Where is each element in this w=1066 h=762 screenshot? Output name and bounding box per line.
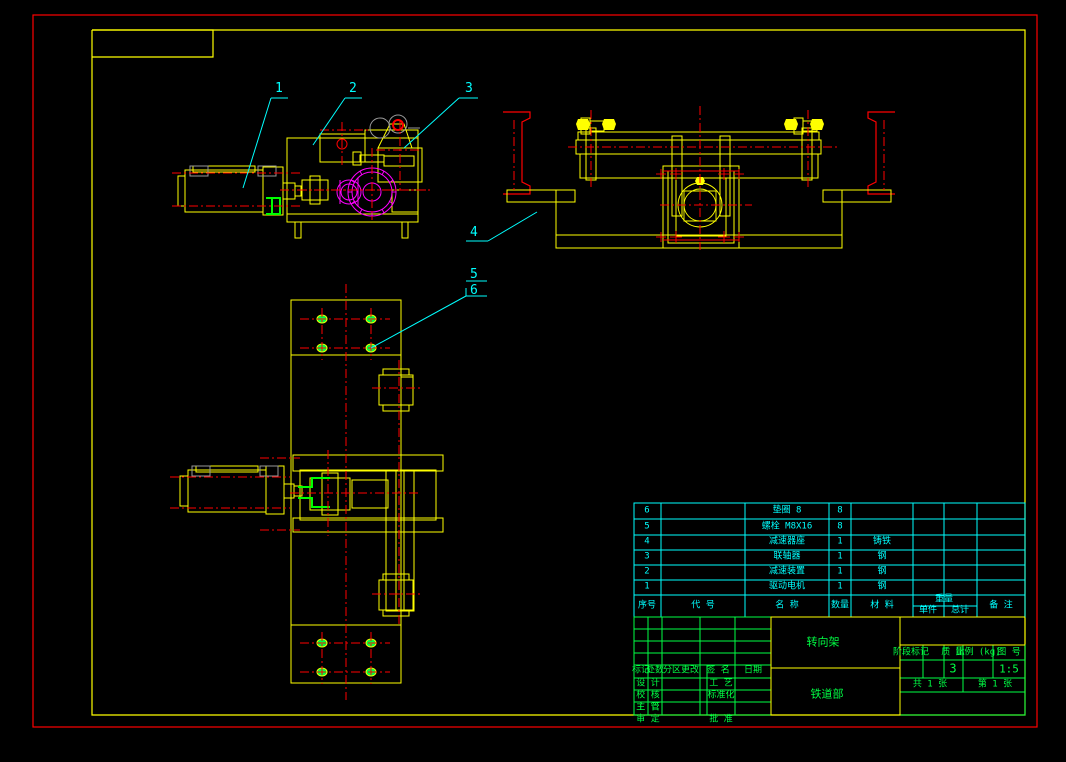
bom-cell-name: 减速器座	[768, 536, 806, 547]
rail-profiles	[503, 111, 895, 195]
bom-header-5: 单件	[918, 605, 938, 616]
plan-shaft-green	[298, 477, 330, 508]
spec-header-2: 比例 (kg)	[955, 647, 1001, 658]
balloon-4-leader	[487, 211, 538, 242]
balloon-label-3: 3	[465, 81, 473, 96]
bom-header-4: 材 料	[870, 600, 894, 611]
front-red-hubs	[336, 119, 404, 150]
bom-header-0: 序号	[637, 600, 657, 611]
organization-name: 铁道部	[810, 687, 844, 701]
title-sign-extra-0: 工 艺	[709, 678, 733, 689]
bom-cell-material: 铸铁	[872, 536, 892, 547]
bom-cell-no: 6	[644, 505, 650, 516]
title-change-header-2: 分区更改	[662, 665, 700, 676]
title-change-header-4: 日期	[743, 665, 763, 676]
outer-border-red	[32, 14, 1038, 728]
bom-header-2: 名 称	[775, 600, 799, 611]
sheet-total: 共 1 张	[912, 679, 948, 690]
bom-cell-qty: 1	[837, 581, 843, 592]
rail-frame-centerlines	[513, 106, 885, 250]
title-sign-role-2: 主 管	[636, 702, 660, 713]
bom-cell-no: 2	[644, 566, 650, 577]
rail-fastener-marks	[656, 168, 744, 243]
bom-cell-no: 5	[644, 521, 650, 532]
plan-outline	[179, 299, 444, 684]
plan-centerlines	[170, 284, 420, 700]
bom-cell-name: 联轴器	[773, 551, 801, 562]
title-change-header-1: 处数	[645, 665, 665, 676]
bom-cell-qty: 8	[837, 521, 843, 532]
bom-cell-qty: 1	[837, 536, 843, 547]
title-sign-role-3b: 审 定	[636, 714, 660, 725]
title-sign-extra-1: 标准化	[707, 690, 735, 701]
front-hidden-lines	[189, 114, 420, 177]
bom-header-1: 代 号	[691, 600, 715, 611]
revision-stub-box	[92, 29, 214, 58]
balloon-2-leader	[312, 97, 346, 146]
bom-cell-qty: 1	[837, 551, 843, 562]
bom-cell-no: 4	[644, 536, 650, 547]
spec-header-1: 质 量	[941, 647, 965, 658]
bom-cell-qty: 1	[837, 566, 843, 577]
balloon-3-leader	[403, 97, 460, 149]
title-sign-role-1: 校 核	[636, 690, 660, 701]
stage-mark-value: 3	[949, 661, 957, 676]
bom-cell-material: 钢	[877, 581, 887, 592]
bom-cell-material: 钢	[877, 566, 887, 577]
bom-header-3: 数量	[830, 600, 850, 611]
bom-cell-no: 1	[644, 581, 650, 592]
drawing-name: 转向架	[806, 635, 840, 649]
front-assembly-outline	[177, 123, 423, 239]
title-sign-role-2b: 主 管	[636, 702, 660, 713]
balloon-label-1: 1	[275, 81, 283, 96]
sheet-number: 第 1 张	[977, 679, 1013, 690]
balloon-label-2: 2	[349, 81, 357, 96]
front-centerlines	[172, 120, 430, 220]
balloon-56-leader	[370, 295, 467, 349]
title-sign-extra-3b: 批 准	[709, 714, 733, 725]
scale-value: 1:5	[999, 662, 1019, 676]
bom-header-7: 备 注	[989, 600, 1013, 611]
bom-header-weight-group: 重量	[934, 594, 954, 605]
bom-cell-qty: 8	[837, 505, 843, 516]
spec-header-3: 图 号	[997, 647, 1021, 658]
title-name-region	[770, 616, 1025, 716]
bom-cell-material: 钢	[877, 551, 887, 562]
title-sign-role-0: 设 计	[636, 678, 660, 689]
balloon-1-leader	[242, 97, 272, 189]
title-change-header-3: 签 名	[706, 665, 730, 676]
spec-header-0: 阶段标记	[892, 647, 930, 658]
balloon-label-5: 5	[470, 267, 478, 282]
plan-hidden-lines	[191, 465, 279, 477]
title-change-header-0: 标记	[631, 665, 651, 676]
bom-cell-name: 驱动电机	[768, 581, 806, 592]
bom-cell-name: 减速装置	[768, 566, 806, 577]
bom-cell-name: 螺栓 M8X16	[761, 521, 813, 532]
balloon-label-4: 4	[470, 225, 478, 240]
balloon-label-6: 6	[470, 283, 478, 298]
bom-header-6: 总计	[950, 605, 970, 616]
bom-cell-no: 3	[644, 551, 650, 562]
bom-cell-name: 垫圈 8	[772, 505, 802, 516]
bom-grid	[633, 502, 1026, 618]
